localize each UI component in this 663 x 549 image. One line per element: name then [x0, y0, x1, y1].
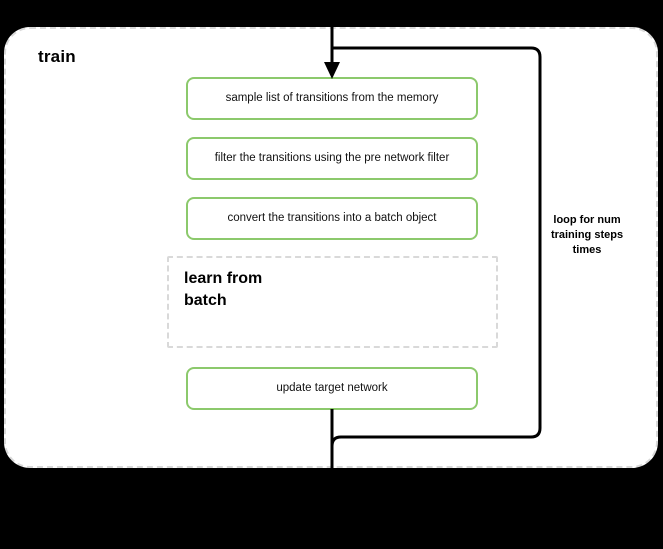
learn-from-batch-group[interactable]: learn from batch [167, 256, 498, 348]
step-label: update target network [276, 381, 388, 394]
learn-from-batch-title: learn from batch [184, 270, 263, 310]
group-title-train: train [38, 47, 76, 66]
step-box-sample-transitions[interactable]: sample list of transitions from the memo… [186, 77, 478, 120]
loop-annotation-label: loop for num training steps times [550, 214, 624, 256]
step-box-filter-transitions[interactable]: filter the transitions using the pre net… [186, 137, 478, 180]
step-box-convert-transitions[interactable]: convert the transitions into a batch obj… [186, 197, 478, 240]
step-box-update-target-network[interactable]: update target network [186, 367, 478, 410]
step-label: sample list of transitions from the memo… [225, 91, 439, 104]
step-label: filter the transitions using the pre net… [214, 151, 450, 164]
step-label: convert the transitions into a batch obj… [227, 211, 437, 224]
